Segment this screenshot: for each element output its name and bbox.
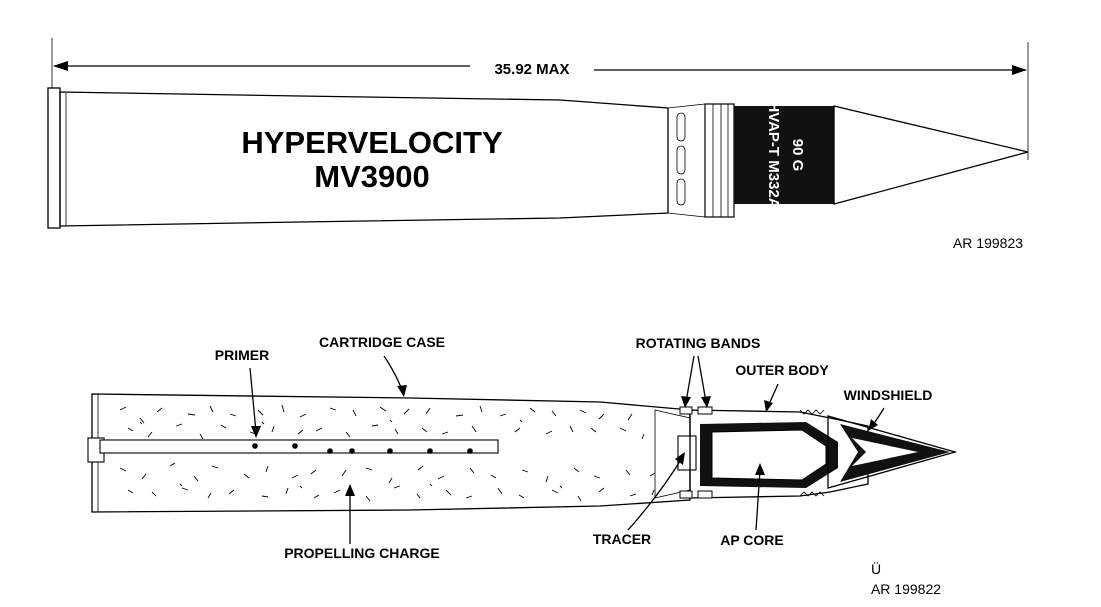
ap-core-label: AP CORE [720, 532, 784, 548]
dimension-label: 35.92 MAX [494, 61, 569, 78]
cutaway-view: PRIMER CARTRIDGE CASE ROTATING BANDS OUT… [87, 334, 958, 597]
tracer-label: TRACER [593, 531, 651, 547]
cutaway-rotating-bands [679, 406, 713, 499]
label-tracer: TRACER [593, 452, 685, 547]
cutaway-figure-ref: AR 199822 [871, 581, 941, 597]
rotating-bands-label: ROTATING BANDS [636, 335, 761, 351]
external-figure-ref: AR 199823 [953, 235, 1023, 251]
band-text-line2: HVAP-T M332A [765, 101, 782, 208]
external-rotating-band [704, 103, 735, 218]
dimension-arrow-right [1012, 65, 1027, 75]
windshield-label: WINDSHIELD [844, 387, 933, 403]
outer-body [689, 409, 869, 499]
external-view: 35.92 MAX HYPERVELOCITY MV3900 [47, 38, 1029, 251]
primer-tube [99, 439, 499, 454]
label-cartridge-case: CARTRIDGE CASE [319, 334, 445, 397]
dimension-line: 35.92 MAX [51, 38, 1029, 160]
label-outer-body: OUTER BODY [735, 362, 829, 412]
case-text-line1: HYPERVELOCITY [241, 125, 503, 160]
label-rotating-bands: ROTATING BANDS [636, 335, 761, 408]
cartridge-case-label: CARTRIDGE CASE [319, 334, 445, 350]
label-primer: PRIMER [215, 347, 269, 438]
ap-core [700, 422, 838, 488]
external-cartridge-case: HYPERVELOCITY MV3900 [47, 87, 706, 229]
primer-vent-holes [252, 443, 473, 454]
crimp-grooves [676, 112, 686, 206]
outer-body-label: OUTER BODY [735, 362, 829, 378]
case-text-line2: MV3900 [314, 159, 429, 194]
threaded-joint [799, 409, 825, 497]
band-text-line1: 90 G [789, 139, 806, 172]
label-ap-core: AP CORE [720, 463, 784, 548]
label-windshield: WINDSHIELD [844, 387, 933, 431]
stray-mark: Ü [871, 560, 881, 577]
tracer-cavity [677, 435, 697, 471]
primer-label: PRIMER [215, 347, 269, 363]
dimension-arrow-left [53, 61, 68, 71]
propellant-grains [119, 404, 656, 502]
marking-band: 90 G HVAP-T M332A [734, 101, 834, 209]
cutaway-windshield [827, 415, 958, 489]
propelling-charge-label: PROPELLING CHARGE [284, 545, 440, 561]
label-propelling-charge: PROPELLING CHARGE [284, 484, 440, 561]
external-windshield [833, 105, 1029, 205]
